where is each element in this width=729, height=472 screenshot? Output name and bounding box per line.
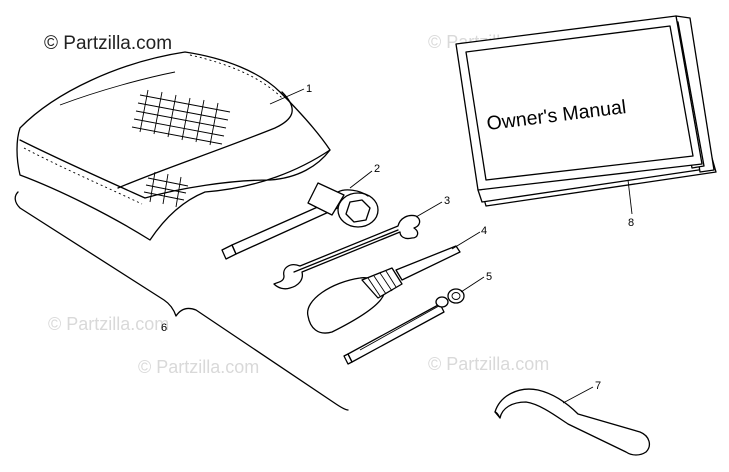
callout-4: 4: [481, 225, 487, 237]
watermark-main: © Partzilla.com: [44, 33, 172, 54]
watermark-faint-4: © Partzilla.com: [138, 357, 259, 377]
callout-7: 7: [595, 380, 601, 392]
callout-6: 6: [161, 322, 167, 334]
leader-lines: [269, 88, 633, 404]
watermark-faint-2: © Partzilla.com: [48, 314, 169, 334]
callout-1: 1: [306, 83, 312, 95]
spanner-wrench-illustration: [494, 388, 651, 456]
owners-manual-illustration: Owner's Manual: [455, 15, 717, 207]
callout-2: 2: [374, 163, 380, 175]
screwdriver-illustration: [307, 245, 461, 334]
spark-plug-tool-illustration: [343, 288, 465, 365]
kit-group-bracket: [14, 191, 349, 411]
callout-5: 5: [486, 271, 492, 283]
open-end-wrench-illustration: [273, 214, 421, 290]
tool-bag-illustration: [16, 51, 331, 241]
callout-8: 8: [628, 217, 634, 229]
socket-wrench-illustration: [221, 182, 379, 260]
callout-numbers: 1 2 3 4 5 6 7 8: [161, 83, 634, 392]
callout-3: 3: [444, 195, 450, 207]
watermark-faint-3: © Partzilla.com: [428, 354, 549, 374]
